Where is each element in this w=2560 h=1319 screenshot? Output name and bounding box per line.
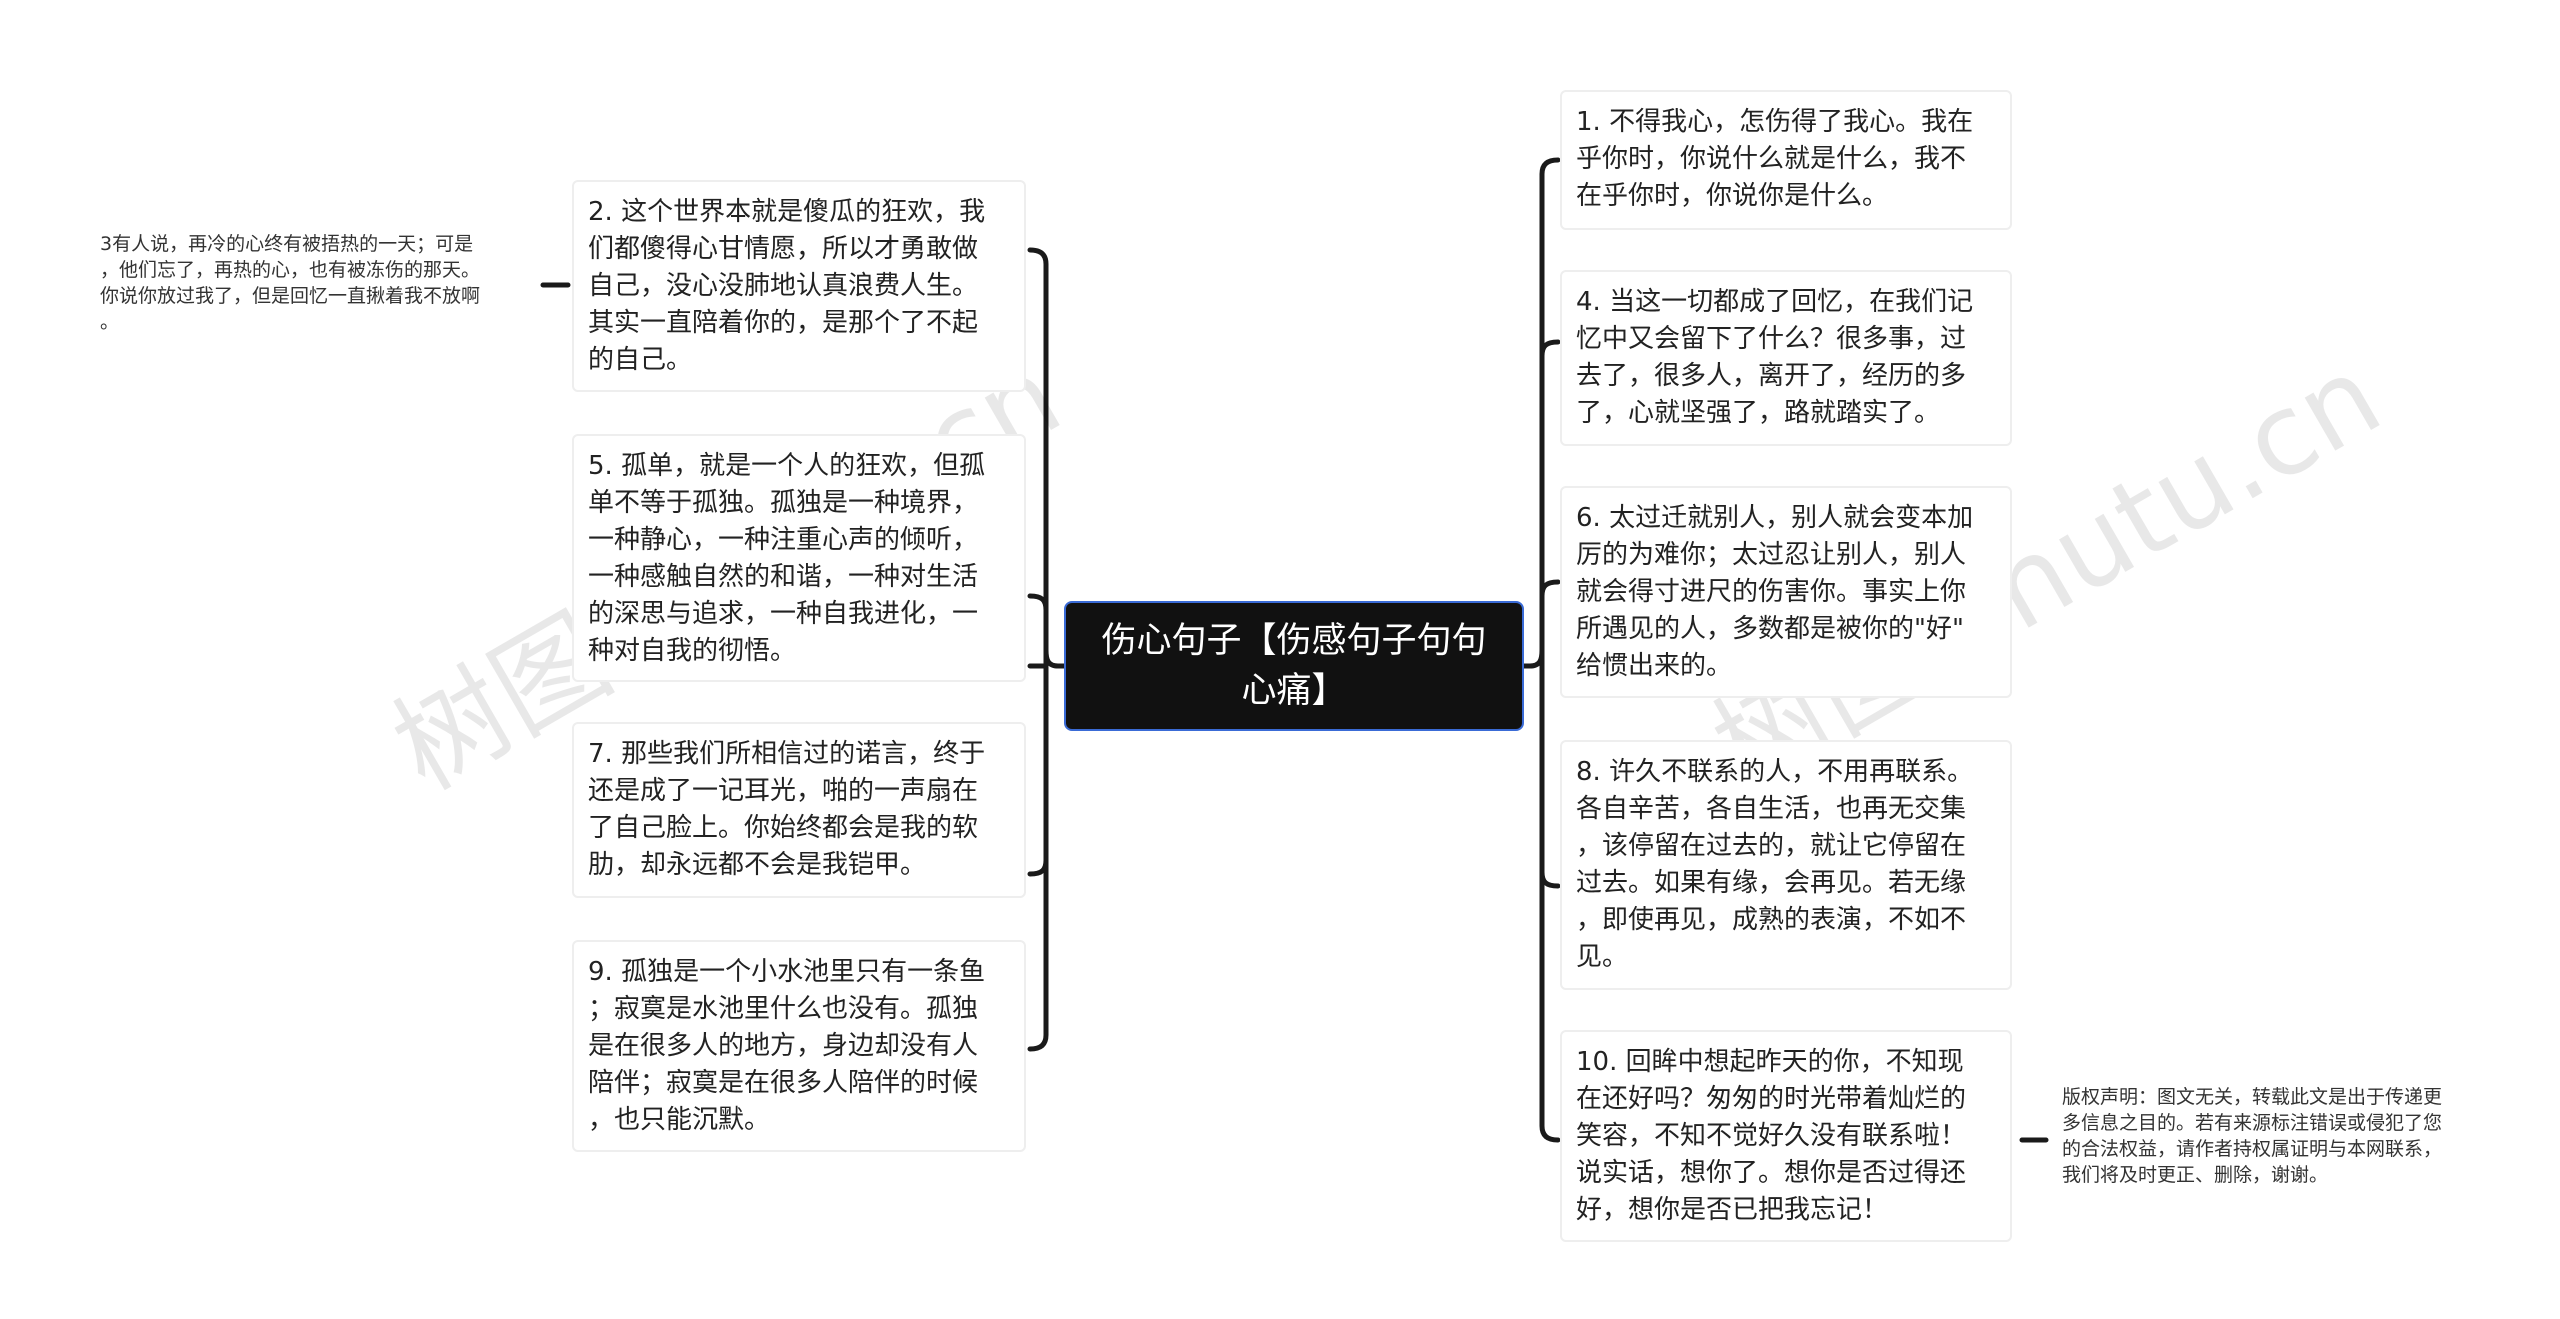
right-branch-line — [1521, 157, 1561, 1143]
right-node-4[interactable]: 4. 当这一切都成了回忆，在我们记 忆中又会留下了什么？很多事，过 去了，很多人… — [1560, 270, 2012, 446]
right-node-6[interactable]: 6. 太过迁就别人，别人就会变本加 厉的为难你；太过忍让别人，别人 就会得寸进尺… — [1560, 486, 2012, 698]
left-node-7[interactable]: 7. 那些我们所相信过的诺言，终于 还是成了一记耳光，啪的一声扇在 了自己脸上。… — [572, 722, 1026, 898]
right-node-8[interactable]: 8. 许久不联系的人，不用再联系。 各自辛苦，各自生活，也再无交集 ，该停留在过… — [1560, 740, 2012, 990]
right-node-1[interactable]: 1. 不得我心，怎伤得了我心。我在 乎你时，你说什么就是什么，我不 在乎你时，你… — [1560, 90, 2012, 230]
left-branch-line — [1027, 247, 1067, 1052]
central-topic[interactable]: 伤心句子【伤感句子句句 心痛】 — [1064, 601, 1524, 731]
right-note: 版权声明：图文无关，转载此文是出于传递更 多信息之目的。若有来源标注错误或侵犯了… — [2062, 1086, 2443, 1186]
central-topic-title: 伤心句子【伤感句子句句 心痛】 — [1101, 621, 1487, 711]
left-node-9[interactable]: 9. 孤独是一个小水池里只有一条鱼 ；寂寞是水池里什么也没有。孤独 是在很多人的… — [572, 940, 1026, 1152]
left-note: 3有人说，再冷的心终有被捂热的一天；可是 ，他们忘了，再热的心，也有被冻伤的那天… — [100, 233, 481, 333]
left-node-5[interactable]: 5. 孤单，就是一个人的狂欢，但孤 单不等于孤独。孤独是一种境界， 一种静心，一… — [572, 434, 1026, 682]
right-node-10[interactable]: 10. 回眸中想起昨天的你，不知现 在还好吗？匆匆的时光带着灿烂的 笑容，不知不… — [1560, 1030, 2012, 1242]
left-node-2[interactable]: 2. 这个世界本就是傻瓜的狂欢，我 们都傻得心甘情愿，所以才勇敢做 自己，没心没… — [572, 180, 1026, 392]
